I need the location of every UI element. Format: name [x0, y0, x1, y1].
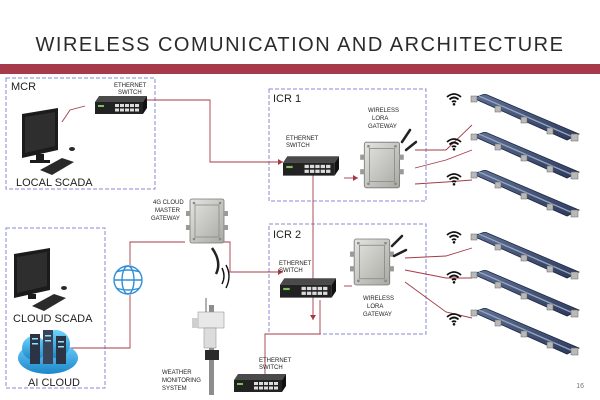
weather-label-3: SYSTEM: [162, 386, 187, 392]
icr2-gateway-label-2: LORA: [367, 304, 383, 310]
weather-station-icon: [192, 298, 225, 395]
cloud-gateway-label-1: 4G CLOUD: [153, 200, 184, 206]
cloud-scada-label: CLOUD SCADA: [13, 313, 93, 325]
wifi-icon-4: [446, 231, 462, 244]
icr1-gateway-antenna-icon: [400, 128, 418, 152]
ai-cloud-icon: [18, 330, 78, 374]
title-bar: [0, 64, 600, 74]
local-scada-mouse-icon: [69, 147, 75, 151]
zone-mcr-label: MCR: [11, 81, 36, 93]
icr2-switch-label-1: ETHERNET: [279, 261, 312, 267]
network-links: [43, 99, 473, 384]
local-scada-keyboard-icon: [40, 158, 74, 175]
weather-switch-label-2: SWITCH: [259, 365, 283, 371]
mcr-switch-label-2: SWITCH: [118, 90, 142, 96]
weather-ethernet-switch-icon: [234, 374, 286, 392]
slide-title: WIRELESS COMUNICATION AND ARCHITECTURE: [35, 34, 565, 56]
icr1-switch-label-2: SWITCH: [286, 143, 310, 149]
zone-icr2: ICR 2: [268, 223, 427, 335]
icr2-lora-gateway-icon: [350, 238, 395, 286]
wifi-icon-3: [446, 173, 462, 186]
wifi-icon-6: [446, 313, 462, 326]
weather-label-2: MONITORING: [162, 378, 201, 384]
icr2-gateway-label-1: WIRELESS: [363, 296, 394, 302]
icr2-gateway-antenna-icon: [390, 234, 408, 258]
cloud-gateway-label-2: MASTER: [155, 208, 181, 214]
icr1-gateway-label-1: WIRELESS: [368, 108, 399, 114]
page-number: 16: [576, 383, 584, 390]
local-scada-label: LOCAL SCADA: [16, 177, 93, 189]
cloud-scada-monitor-icon: [14, 248, 50, 299]
solar-tracker-icon-6: [470, 308, 580, 356]
cloud-gateway-label-3: GATEWAY: [151, 216, 180, 222]
cloud-scada-mouse-icon: [61, 286, 67, 290]
icr2-gateway-label-3: GATEWAY: [363, 312, 392, 318]
cloud-scada-keyboard-icon: [32, 294, 66, 311]
icr1-gateway-label-2: LORA: [372, 116, 388, 122]
weather-switch-label-1: ETHERNET: [259, 358, 292, 364]
weather-label-1: WEATHER: [162, 370, 192, 376]
icr2-ethernet-switch-icon: [280, 278, 336, 298]
icr1-lora-gateway-icon: [360, 141, 405, 189]
mcr-ethernet-switch-icon: [95, 96, 147, 114]
zone-mcr: MCR: [5, 77, 156, 190]
zone-cloud: [5, 227, 106, 389]
icr1-gateway-label-3: GATEWAY: [368, 124, 397, 130]
local-scada-monitor-icon: [22, 108, 58, 163]
cloud-gateway-icon: [186, 198, 229, 244]
icr1-ethernet-switch-icon: [283, 156, 339, 176]
zone-icr1: ICR 1: [268, 88, 427, 202]
icr2-switch-label-2: SWITCH: [279, 268, 303, 274]
mcr-switch-label-1: ETHERNET: [114, 83, 147, 89]
cloud-gateway-antenna-icon: [210, 247, 230, 289]
globe-icon: [113, 265, 143, 295]
zone-icr2-label: ICR 2: [273, 229, 301, 241]
zone-icr1-label: ICR 1: [273, 93, 301, 105]
ai-cloud-label: AI CLOUD: [28, 377, 80, 389]
wifi-icon-2: [446, 138, 462, 151]
solar-tracker-icon-3: [470, 170, 580, 218]
wifi-icon-1: [446, 93, 462, 106]
icr1-switch-label-1: ETHERNET: [286, 136, 319, 142]
